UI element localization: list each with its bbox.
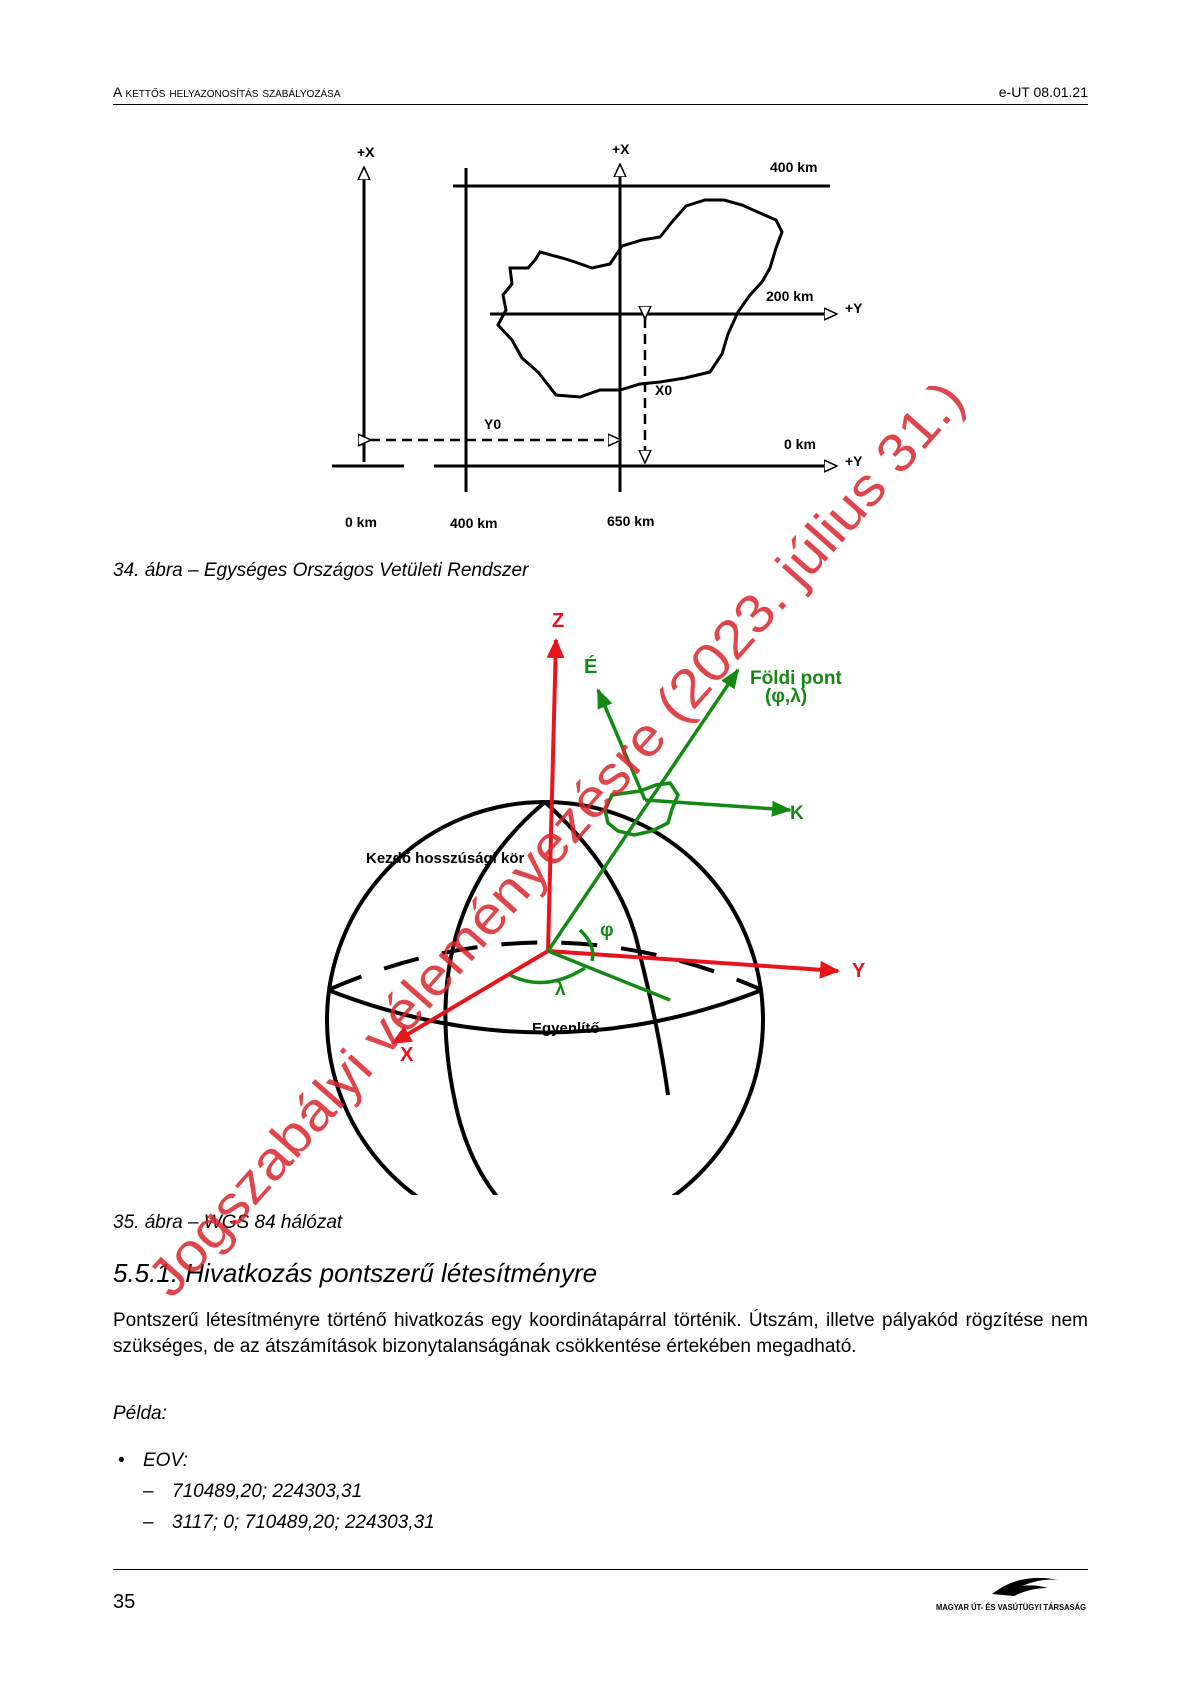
label-y0: Y0 bbox=[484, 416, 501, 432]
section-paragraph: Pontszerű létesítményre történő hivatkoz… bbox=[113, 1310, 1088, 1357]
label-east: K bbox=[790, 803, 804, 824]
hungary-outline bbox=[496, 198, 784, 399]
label-200km: 200 km bbox=[766, 288, 813, 304]
label-plus-x-left: +X bbox=[357, 144, 375, 160]
label-prime-meridian: Kezdő hosszúsági kör bbox=[366, 850, 525, 867]
point-meridian bbox=[543, 800, 670, 1096]
figure-34-caption: 34. ábra – Egységes Országos Vetületi Re… bbox=[113, 560, 529, 581]
equator-back bbox=[327, 940, 763, 992]
label-plus-y-mid: +Y bbox=[845, 300, 863, 316]
prime-meridian bbox=[443, 800, 547, 1195]
x-axis bbox=[391, 949, 550, 1045]
label-x0: X0 bbox=[655, 382, 672, 398]
point-vector bbox=[546, 668, 740, 952]
label-x: X bbox=[400, 1044, 414, 1066]
header-title-rest: kettős helyazonosítás szabályozása bbox=[125, 84, 341, 100]
phi-arc bbox=[578, 928, 595, 962]
hungary-small-outline bbox=[603, 781, 680, 837]
y-axis bbox=[547, 949, 840, 979]
example-item-2: 3117; 0; 710489,20; 224303,31 bbox=[172, 1512, 435, 1533]
lambda-arc bbox=[509, 966, 586, 985]
tick-400km: 400 km bbox=[450, 515, 497, 531]
section-heading: 5.5.1. Hivatkozás pontszerű létesítményr… bbox=[113, 1258, 598, 1288]
bullet-eov: EOV: bbox=[143, 1450, 189, 1471]
north-vector bbox=[596, 688, 647, 801]
tick-650km: 650 km bbox=[607, 513, 654, 529]
equator-front bbox=[327, 988, 763, 1035]
label-equator: Egyenlítő bbox=[532, 1020, 600, 1037]
label-plus-x-mid: +X bbox=[612, 141, 630, 157]
running-header-title: A kettős helyazonosítás szabályozása bbox=[113, 84, 341, 100]
figure-35-caption: 35. ábra – WGS 84 hálózat bbox=[113, 1212, 343, 1233]
label-400km-top: 400 km bbox=[770, 159, 817, 175]
label-north: É bbox=[584, 655, 597, 678]
label-plus-y-bottom: +Y bbox=[845, 453, 863, 469]
tick-0km: 0 km bbox=[345, 514, 377, 530]
dash-marker: – bbox=[143, 1512, 154, 1533]
page-number: 35 bbox=[113, 1591, 136, 1613]
bullet-marker: • bbox=[118, 1450, 125, 1471]
header-rule bbox=[113, 104, 1088, 105]
example-item-1: 710489,20; 224303,31 bbox=[172, 1481, 363, 1502]
figure-34-eov-diagram: +X +X 400 km 200 km +Y X0 Y0 0 km +Y 0 k… bbox=[332, 141, 863, 531]
label-lambda: λ bbox=[555, 979, 566, 1000]
publisher-name: MAGYAR ÚT- ÉS VASÚTÜGYI TÁRSASÁG bbox=[936, 1603, 1086, 1612]
label-0km-line: 0 km bbox=[784, 436, 816, 452]
header-title-first: A bbox=[113, 84, 122, 100]
footer-rule bbox=[113, 1569, 1088, 1570]
projection-line bbox=[547, 949, 671, 1002]
publisher-logo: MAGYAR ÚT- ÉS VASÚTÜGYI TÁRSASÁG bbox=[936, 1577, 1086, 1612]
label-y: Y bbox=[852, 960, 866, 982]
label-z: Z bbox=[552, 610, 564, 632]
figure-35-wgs84-diagram: Z É Földi pont (φ,λ) K Kezdő hosszúsági … bbox=[325, 610, 866, 1195]
label-phi: φ bbox=[600, 920, 614, 941]
label-point-coords: (φ,λ) bbox=[765, 686, 807, 707]
z-axis bbox=[546, 638, 565, 952]
east-vector bbox=[644, 798, 792, 817]
label-point-name: Földi pont bbox=[750, 668, 842, 689]
example-label: Példa: bbox=[113, 1403, 167, 1424]
dash-marker: – bbox=[143, 1481, 154, 1502]
running-header-code: e-UT 08.01.21 bbox=[998, 84, 1088, 100]
logo-swoosh-icon bbox=[992, 1577, 1058, 1596]
